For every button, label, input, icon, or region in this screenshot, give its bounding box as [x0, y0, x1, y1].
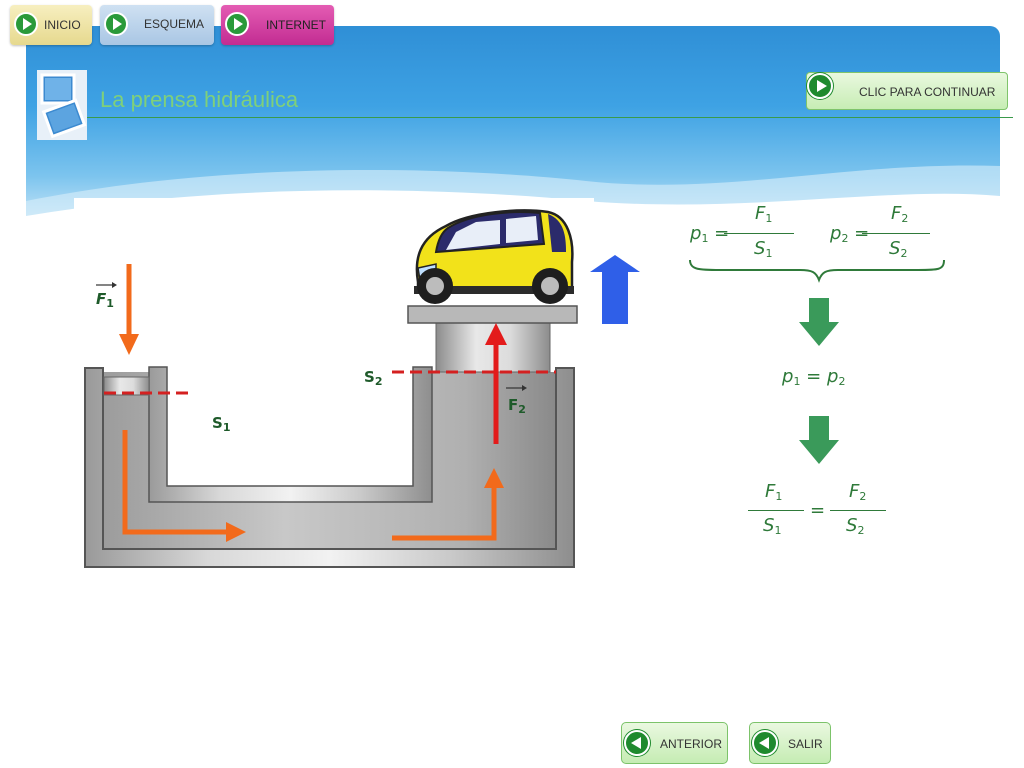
formula-brace [689, 259, 945, 283]
exit-button[interactable]: SALIR [749, 722, 831, 764]
nav-inicio-button[interactable]: INICIO [10, 5, 92, 45]
formula-ratio-equals: = [810, 500, 826, 521]
implies-arrow-1 [799, 298, 839, 346]
formula-p2-numerator: F2 [891, 203, 909, 225]
formula-ratio-left-numerator: F1 [765, 481, 783, 503]
lift-direction-arrow [590, 255, 640, 324]
vessel-inner-wall [148, 366, 433, 503]
car-illustration [414, 209, 574, 304]
formula-ratio-right-numerator: F2 [849, 481, 867, 503]
flow-arrow-up-head [484, 468, 504, 488]
previous-label: ANTERIOR [660, 737, 723, 751]
formula-equal-pressure: p1 = p2 [782, 366, 846, 388]
play-icon [225, 12, 249, 36]
lift-platform [407, 305, 578, 324]
flow-arrow-bottom-head [226, 522, 246, 542]
formula-p2-fraction-bar [862, 233, 930, 234]
surface1-label: S1 [212, 414, 231, 434]
page-title: La prensa hidráulica [100, 87, 299, 112]
nav-internet-button[interactable]: INTERNET [221, 5, 334, 45]
previous-button[interactable]: ANTERIOR [621, 722, 728, 764]
implies-arrow-2 [799, 416, 839, 464]
back-arrow-icon [752, 730, 778, 756]
surface2-label: S2 [364, 368, 383, 388]
continue-label: CLIC PARA CONTINUAR [859, 85, 996, 99]
play-icon [807, 73, 833, 99]
formula-p1-fraction-bar [724, 233, 794, 234]
play-icon [104, 12, 128, 36]
flow-arrow-bottom-line [122, 430, 230, 535]
module-logo [37, 70, 87, 140]
force2-arrow-head [485, 323, 507, 345]
title-underline [87, 117, 1013, 118]
formula-ratio-right-denominator: S2 [846, 515, 865, 537]
force1-arrow-head [119, 334, 139, 355]
flow-arrow-up-line [392, 484, 497, 541]
nav-inicio-label: INICIO [44, 18, 81, 32]
nav-esquema-label: ESQUEMA [144, 17, 205, 31]
force1-label: F1 [96, 290, 114, 310]
nav-esquema-button[interactable]: ESQUEMA [100, 5, 214, 45]
formula-ratio-left-bar [748, 510, 804, 511]
back-arrow-icon [624, 730, 650, 756]
formula-p2-denominator: S2 [889, 238, 908, 260]
force2-label: F2 [508, 396, 526, 416]
continue-button[interactable]: CLIC PARA CONTINUAR [806, 72, 1008, 110]
formula-p2-lhs: p2 = [830, 223, 870, 245]
hydraulic-fluid [104, 372, 555, 548]
play-icon [14, 12, 38, 36]
formula-ratio-left-denominator: S1 [763, 515, 782, 537]
exit-label: SALIR [788, 737, 823, 751]
small-piston [103, 376, 150, 396]
formula-p1-numerator: F1 [755, 203, 773, 225]
formula-p1-lhs: p1 = [690, 223, 730, 245]
formula-ratio-right-bar [830, 510, 886, 511]
formula-p1-denominator: S1 [754, 238, 773, 260]
nav-internet-label: INTERNET [266, 18, 326, 32]
